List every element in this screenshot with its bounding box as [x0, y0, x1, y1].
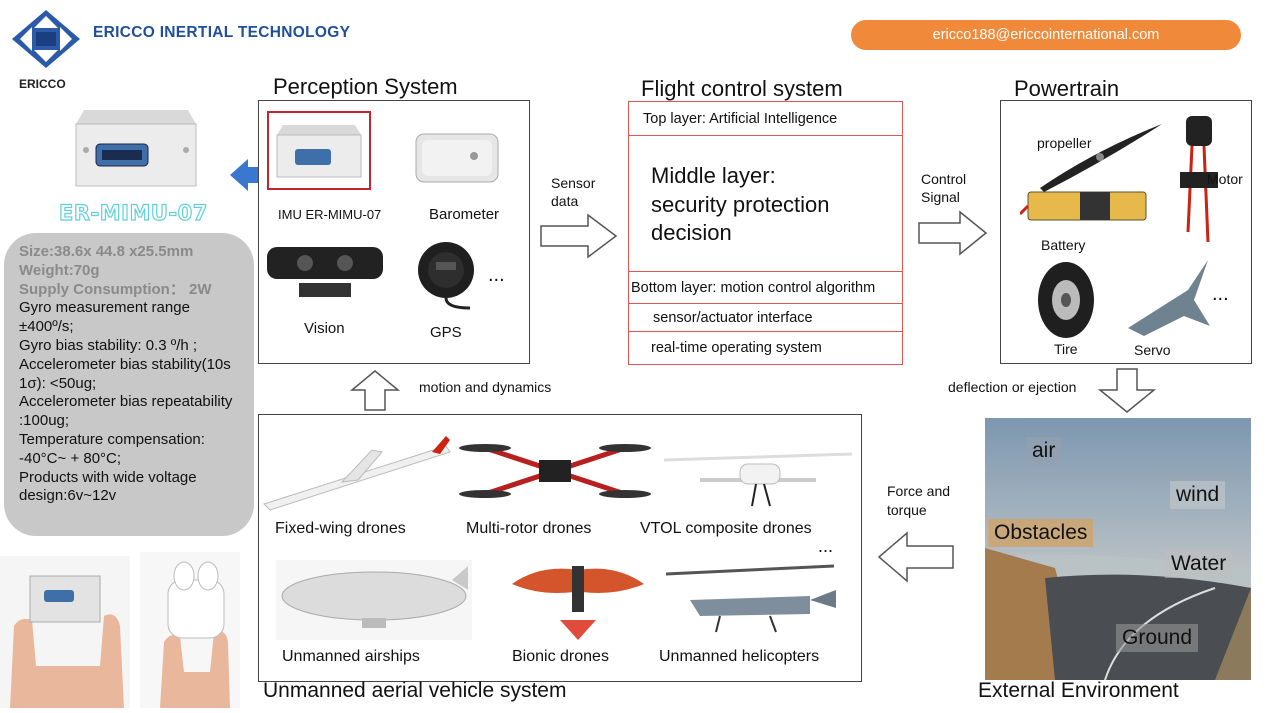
fc-os-label: real-time operating system — [651, 340, 822, 356]
helicopter-image — [660, 560, 840, 647]
fc-middle-layer: Middle layer: security protection decisi… — [629, 136, 902, 272]
email-text: ericco188@ericcointernational.com — [932, 27, 1160, 43]
perception-item-gps: GPS — [430, 324, 462, 341]
fc-os-layer: real-time operating system — [629, 332, 902, 364]
fc-bottom-label: Bottom layer: motion control algorithm — [631, 279, 876, 296]
propeller-image — [1036, 120, 1166, 197]
flow-deflection: deflection or ejection — [948, 379, 1077, 395]
deflection-arrow-icon — [1097, 368, 1157, 419]
control-signal-arrow-icon — [918, 210, 988, 261]
fc-interface-layer: sensor/actuator interface — [629, 304, 902, 332]
email-badge[interactable]: ericco188@ericcointernational.com — [851, 20, 1241, 50]
spec-row: Accelerometer bias stability(10s 1σ): <5… — [19, 355, 231, 392]
flow-force-torque: Force and torque — [887, 483, 951, 518]
product-photo-hand — [0, 556, 130, 708]
spec-row: Weight:70g — [19, 262, 244, 281]
company-name: ERICCO INERTIAL TECHNOLOGY — [93, 24, 351, 41]
sensor-data-arrow-icon — [540, 213, 618, 264]
powertrain-title: Powertrain — [1014, 76, 1120, 101]
uav-more: ... — [818, 536, 834, 556]
spec-row: Temperature compensation: -40°C~ + 80°C; — [19, 430, 205, 467]
perception-more: ... — [488, 264, 505, 286]
flow-sensor-data: Sensor data — [551, 175, 596, 209]
fc-bottom-layer: Bottom layer: motion control algorithm — [629, 272, 902, 304]
perception-item-vision: Vision — [304, 320, 345, 337]
bionic-drone-image — [510, 560, 646, 647]
uav-item-bionic: Bionic drones — [512, 648, 609, 665]
vision-camera-image — [265, 245, 385, 308]
flow-control-signal: Control Signal — [921, 171, 967, 205]
env-item-wind: wind — [1170, 481, 1226, 509]
uav-item-helicopter: Unmanned helicopters — [659, 648, 820, 665]
powertrain-item-servo: Servo — [1134, 342, 1171, 358]
spec-row: Gyro bias stability: 0.3 º/h ; — [19, 336, 198, 354]
powertrain-item-motor: Motor — [1207, 171, 1243, 187]
uav-item-multi-rotor: Multi-rotor drones — [466, 520, 592, 537]
env-item-obstacles: Obstacles — [988, 519, 1094, 547]
spec-label: Supply Consumption — [19, 280, 170, 298]
barometer-image — [412, 130, 502, 191]
fc-interface-label: sensor/actuator interface — [653, 309, 813, 326]
tire-image — [1034, 260, 1098, 345]
size-comparison-photo — [140, 552, 240, 708]
servo-image — [1124, 256, 1214, 345]
motor-image — [1168, 112, 1228, 257]
spec-label: Size — [19, 243, 50, 260]
uav-item-airship: Unmanned airships — [282, 648, 420, 665]
spec-row: Gyro measurement range ±400º/s; — [19, 299, 190, 336]
spec-row: Accelerometer bias repeatability :100ug; — [19, 393, 233, 430]
env-item-water: Water — [1165, 550, 1233, 578]
spec-value: :70g — [68, 261, 100, 279]
flight-control-box: Top layer: Artificial Intelligence Middl… — [628, 101, 903, 365]
spec-row: Supply Consumption： 2W — [19, 281, 244, 300]
spec-row: Products with wide voltage design:6v~12v — [19, 468, 197, 505]
environment-title: External Environment — [978, 679, 1179, 702]
battery-image — [1018, 184, 1150, 235]
env-item-air: air — [1026, 437, 1062, 465]
perception-item-barometer: Barometer — [429, 206, 500, 223]
perception-title: Perception System — [273, 74, 458, 99]
flight-control-title: Flight control system — [641, 76, 843, 101]
powertrain-item-battery: Battery — [1041, 237, 1086, 253]
perception-item-imu: IMU ER-MIMU-07 — [278, 207, 382, 222]
fc-top-layer: Top layer: Artificial Intelligence — [629, 102, 902, 136]
force-torque-arrow-icon — [877, 531, 955, 588]
motion-arrow-icon — [349, 370, 401, 417]
gps-image — [410, 238, 482, 315]
uav-item-fixed-wing: Fixed-wing drones — [275, 520, 406, 537]
vtol-image — [660, 430, 856, 515]
fixed-wing-image — [262, 432, 452, 517]
company-logo — [10, 8, 82, 70]
imu-highlight[interactable] — [267, 111, 371, 190]
spec-label: Weight — [19, 261, 69, 279]
env-item-ground: Ground — [1116, 624, 1199, 652]
airship-image — [276, 560, 472, 645]
product-name: ER-MIMU-07 — [58, 200, 208, 225]
powertrain-item-tire: Tire — [1054, 341, 1078, 357]
multi-rotor-image — [455, 428, 655, 519]
uav-title: Unmanned aerial vehicle system — [263, 679, 567, 702]
spec-row: Size:38.6x 44.8 x25.5mm — [19, 243, 244, 262]
fc-middle-label: Middle layer: security protection decisi… — [651, 163, 830, 245]
powertrain-more: ... — [1212, 283, 1229, 305]
uav-item-vtol: VTOL composite drones — [640, 520, 812, 537]
spec-value: :38.6x 44.8 x25.5mm — [49, 243, 194, 260]
logo-text: ERICCO — [19, 77, 66, 91]
flow-motion: motion and dynamics — [419, 379, 552, 395]
fc-top-label: Top layer: Artificial Intelligence — [643, 110, 838, 127]
spec-value: ： 2W — [169, 280, 212, 298]
powertrain-item-propeller: propeller — [1037, 135, 1092, 151]
product-image — [70, 104, 202, 194]
